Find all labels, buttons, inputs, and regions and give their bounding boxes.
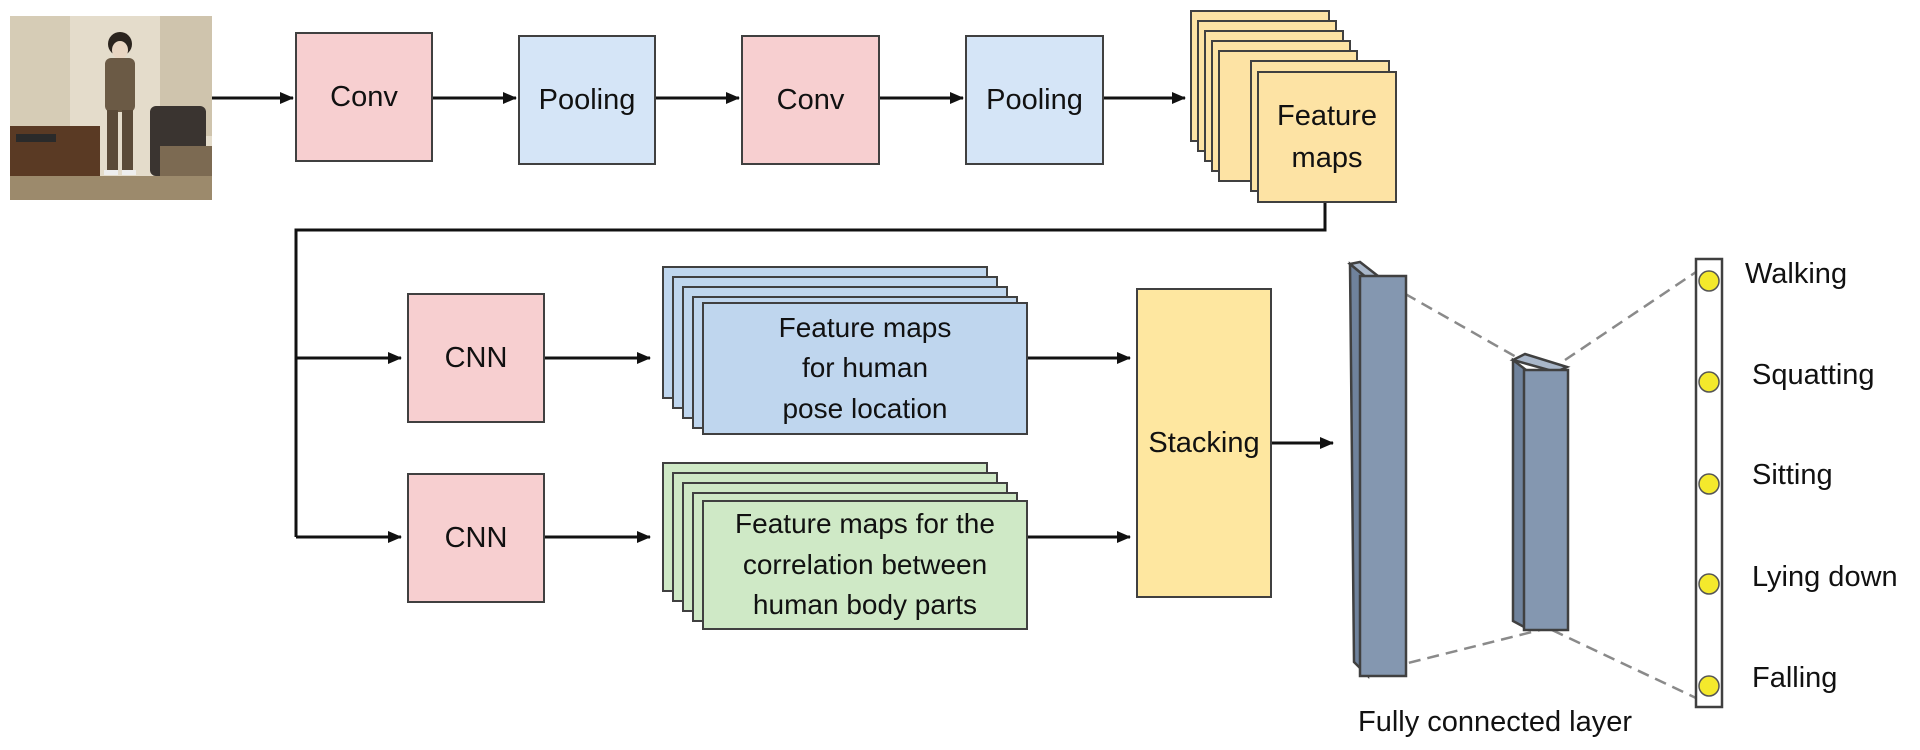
output-node-sitting [1698,473,1720,495]
fc-layer-2-top [1509,352,1571,374]
pose-maps-line-3: pose location [782,392,948,424]
pooling-block-2: Pooling [965,35,1104,165]
pooling-block-1: Pooling [518,35,656,165]
fc-layer-2 [1522,368,1570,632]
output-node-falling [1698,675,1720,697]
correlation-maps-line-2: correlation between [742,548,988,580]
output-label-walking: Walking [1745,258,1848,290]
connector-features-down [294,203,1327,537]
output-label-falling: Falling [1752,662,1838,694]
output-node-squatting [1698,371,1720,393]
output-label-squatting: Squatting [1752,359,1875,391]
output-label-sitting: Sitting [1752,459,1833,491]
output-node-lying-down [1698,573,1720,595]
output-node-walking [1698,270,1720,292]
feature-maps-front: Feature maps [1257,71,1397,203]
output-label-lying-down: Lying down [1752,561,1898,593]
correlation-maps-line-3: human body parts [752,589,978,621]
correlation-maps-front: Feature maps for the correlation between… [702,500,1028,630]
pose-maps-front: Feature maps for human pose location [702,302,1028,435]
conv-block-2: Conv [741,35,880,165]
fc-layer-1 [1358,274,1408,678]
person-photo-icon [10,16,212,200]
pose-maps-line-2: for human [801,352,929,384]
input-photo [10,16,212,200]
conv-block-1: Conv [295,32,433,162]
cnn-block-correlation: CNN [407,473,545,603]
feature-maps-line-2: maps [1291,142,1363,174]
feature-maps-line-1: Feature [1277,99,1377,132]
pose-maps-line-1: Feature maps [778,311,952,343]
cnn-block-pose: CNN [407,293,545,423]
correlation-maps-line-1: Feature maps for the [735,508,995,540]
fc-layer-label: Fully connected layer [1358,706,1633,738]
stacking-block: Stacking [1136,288,1272,598]
